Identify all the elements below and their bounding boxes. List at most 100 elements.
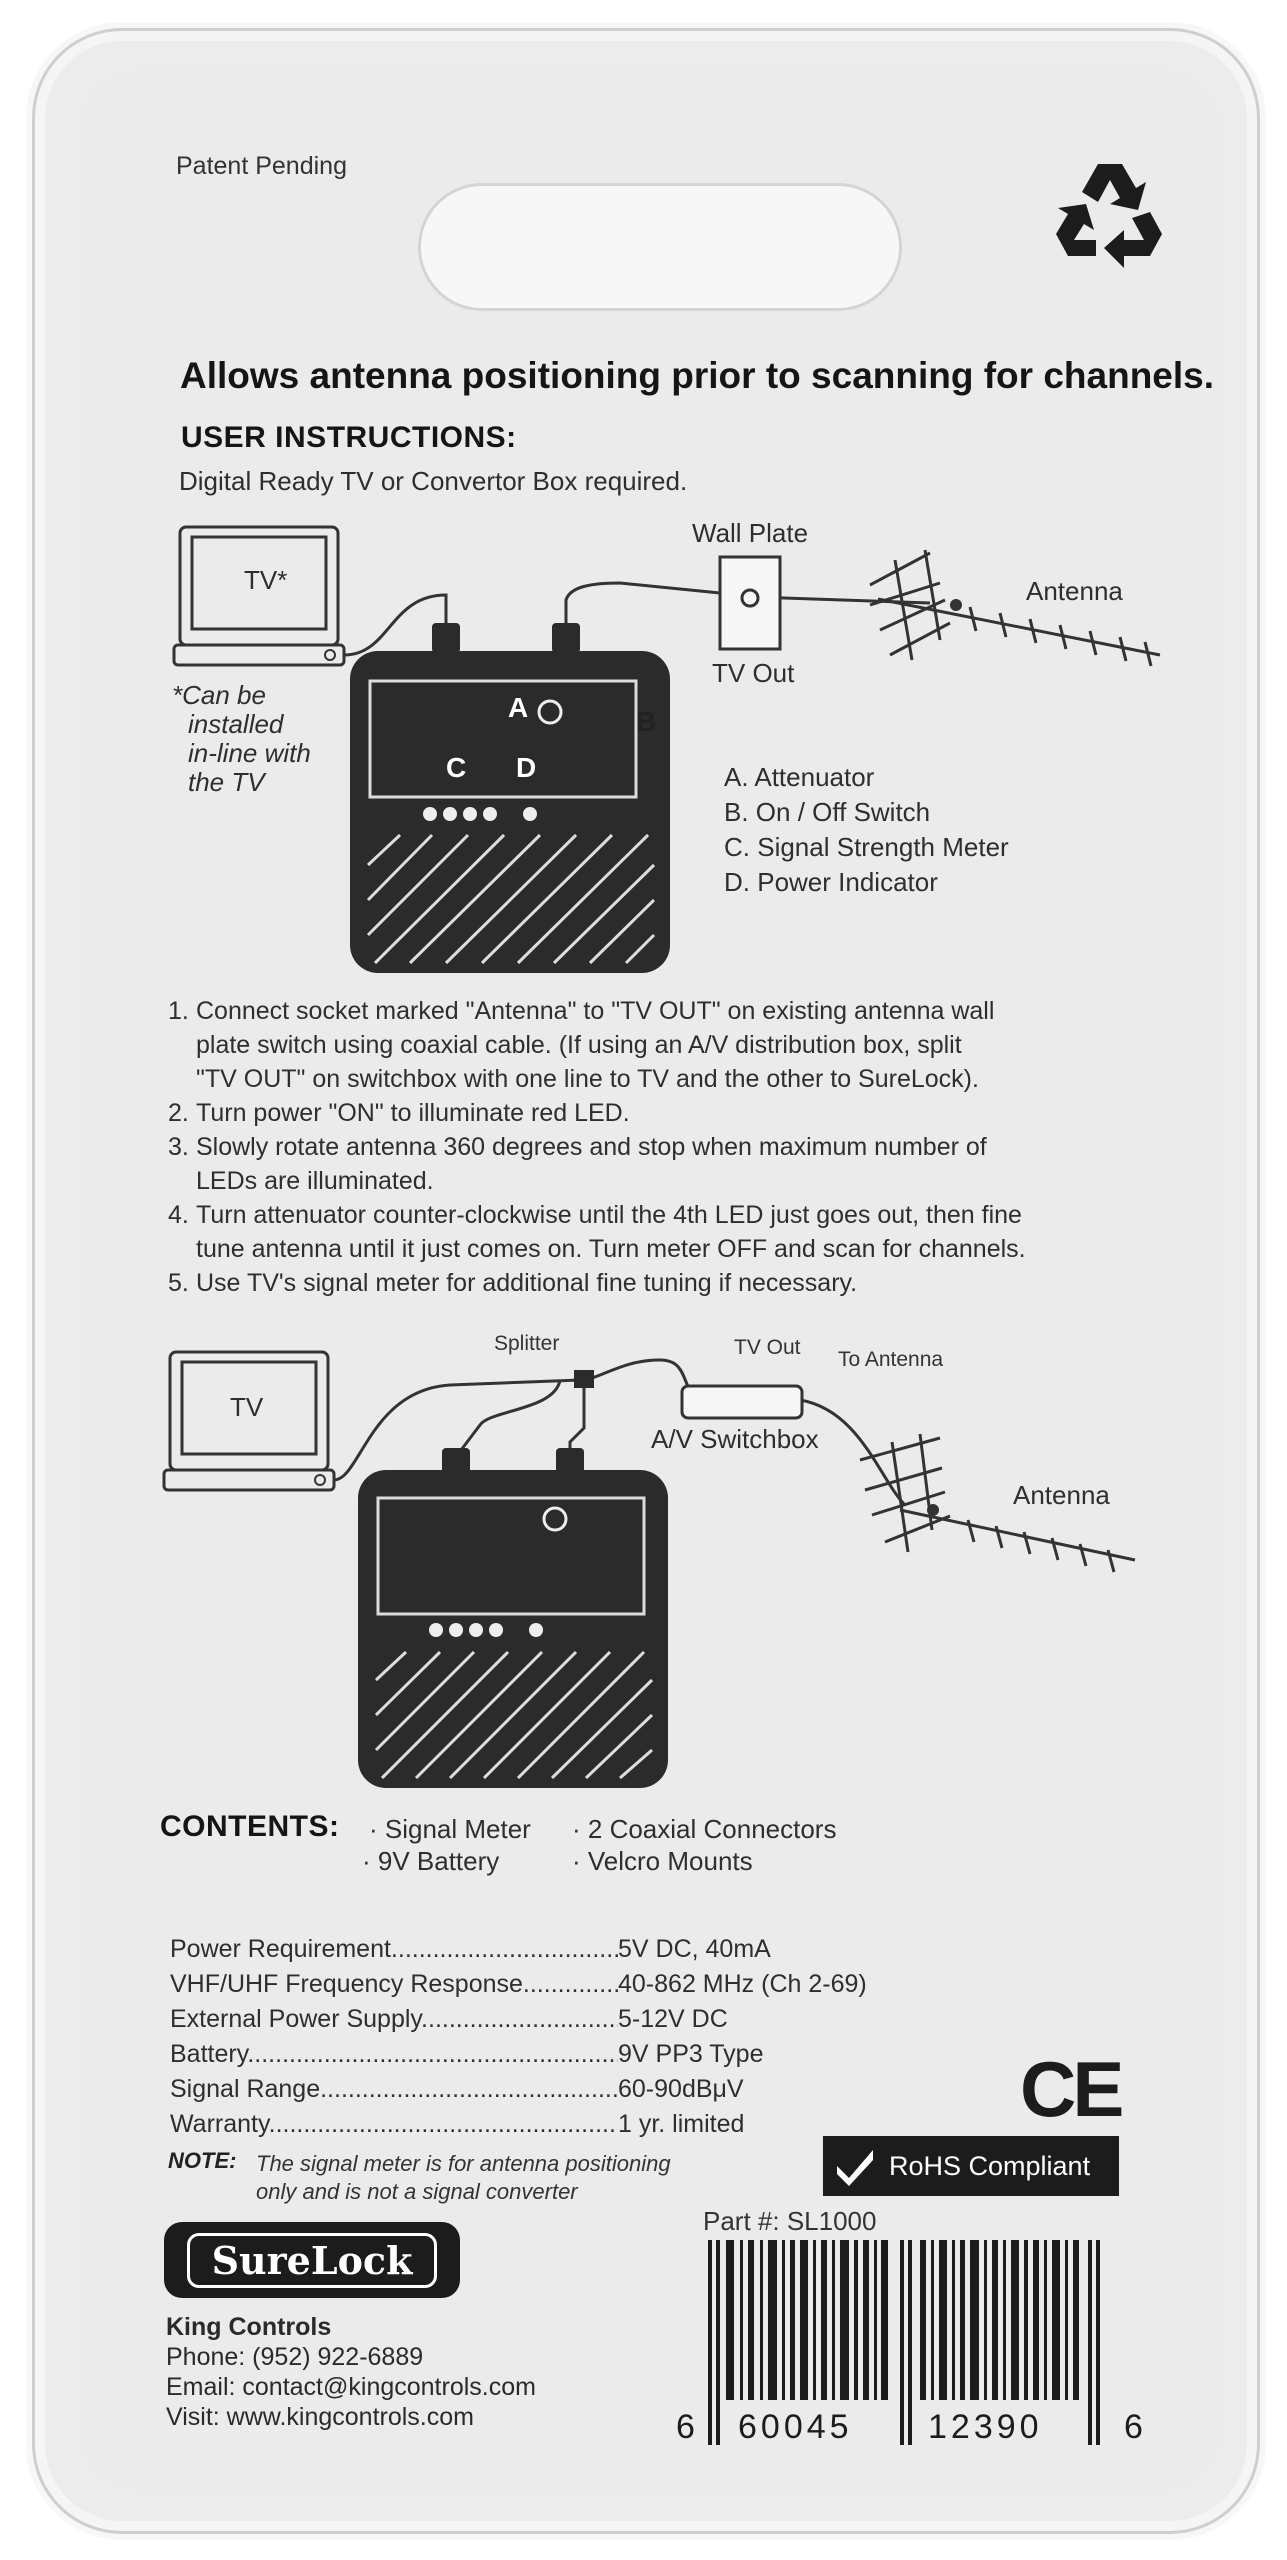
legend-item: B. On / Off Switch: [724, 797, 931, 827]
signal-meter-illustration: [358, 1448, 668, 1788]
logo-text: SureLock: [186, 2232, 438, 2288]
step-number: 5.: [168, 1269, 189, 1297]
part-number: Part #: SL1000: [703, 2206, 877, 2236]
step-line: Connect socket marked "Antenna" to "TV O…: [196, 997, 995, 1025]
spec-row: Signal Range............................…: [170, 2072, 867, 2107]
phone: Phone: (952) 922-6889: [166, 2343, 424, 2371]
hang-hole: [418, 183, 902, 311]
spec-table: Power Requirement.......................…: [170, 1932, 867, 2142]
spec-row: VHF/UHF Frequency Response..............…: [170, 1967, 867, 2002]
spec-label: External Power Supply...................…: [170, 2005, 618, 2033]
company-name: King Controls: [166, 2313, 332, 2341]
spec-label: Warranty................................…: [170, 2110, 618, 2138]
note-line: The signal meter is for antenna position…: [256, 2151, 671, 2176]
spec-label: VHF/UHF Frequency Response..............…: [170, 1970, 618, 1998]
spec-value: 5-12V DC: [618, 2005, 728, 2033]
step-item: 3. Slowly rotate antenna 360 degrees and…: [168, 1130, 1148, 1198]
spec-label: Signal Range............................…: [170, 2075, 618, 2103]
barcode: [708, 2240, 1100, 2445]
connection-diagram-1: [172, 525, 1161, 973]
spec-value: 60-90dBμV: [618, 2075, 744, 2103]
contact-block: King Controls Phone: (952) 922-6889 Emai…: [166, 2312, 536, 2432]
step-line: Slowly rotate antenna 360 degrees and st…: [196, 1133, 987, 1161]
rohs-label: RoHS Compliant: [889, 2150, 1091, 2181]
wall-plate-label: Wall Plate: [692, 518, 809, 548]
legend-item: A. Attenuator: [724, 762, 875, 792]
step-line: plate switch using coaxial cable. (If us…: [196, 1031, 962, 1059]
instructions-title: USER INSTRUCTIONS:: [181, 421, 517, 454]
note-line: only and is not a signal converter: [256, 2179, 578, 2204]
barcode-digit-left: 6: [676, 2408, 695, 2446]
component-legend: A. Attenuator B. On / Off Switch C. Sign…: [724, 760, 1009, 900]
barcode-group-1: 60045: [738, 2408, 853, 2446]
antenna-label: Antenna: [1013, 1480, 1110, 1510]
step-item: 5. Use TV's signal meter for additional …: [168, 1266, 1148, 1300]
antenna-illustration: [869, 549, 1161, 667]
contents-title: CONTENTS:: [160, 1810, 340, 1843]
switchbox-label: A/V Switchbox: [651, 1424, 819, 1454]
inline-note-line: *Can be: [172, 680, 266, 710]
step-item: 1. Connect socket marked "Antenna" to "T…: [168, 994, 1148, 1096]
tv-label: TV*: [244, 565, 288, 595]
contents-item: · 9V Battery: [362, 1846, 500, 1876]
inline-note: *Can be installed in-line with the TV: [172, 681, 311, 797]
headline: Allows antenna positioning prior to scan…: [180, 355, 1215, 396]
label-a: A: [508, 692, 529, 723]
step-line: tune antenna until it just comes on. Tur…: [196, 1235, 1026, 1263]
instruction-steps: 1. Connect socket marked "Antenna" to "T…: [168, 994, 1148, 1300]
step-number: 3.: [168, 1133, 189, 1161]
rohs-badge: RoHS Compliant: [823, 2136, 1119, 2196]
note-label: NOTE:: [168, 2148, 237, 2173]
splitter-illustration: [574, 1370, 594, 1388]
step-line: Turn power "ON" to illuminate red LED.: [196, 1099, 630, 1127]
barcode-digit-right: 6: [1124, 2408, 1143, 2446]
step-line: "TV OUT" on switchbox with one line to T…: [196, 1065, 979, 1093]
switchbox-illustration: [680, 1384, 804, 1420]
spec-value: 40-862 MHz (Ch 2-69): [618, 1970, 867, 1998]
splitter-label: Splitter: [494, 1332, 560, 1355]
inline-note-line: the TV: [188, 767, 265, 797]
spec-row: Power Requirement.......................…: [170, 1932, 867, 1967]
antenna-label: Antenna: [1026, 576, 1123, 606]
barcode-group-2: 12390: [928, 2408, 1043, 2446]
step-number: 1.: [168, 997, 189, 1025]
email: Email: contact@kingcontrols.com: [166, 2373, 536, 2401]
contents-item: · Velcro Mounts: [572, 1846, 753, 1876]
tv-label: TV: [230, 1392, 264, 1422]
contents-item: · 2 Coaxial Connectors: [572, 1814, 837, 1844]
signal-meter-illustration: [350, 623, 670, 973]
connection-diagram-2: [162, 1350, 1136, 1788]
step-line: LEDs are illuminated.: [196, 1167, 434, 1195]
tv-illustration: [172, 525, 346, 667]
spec-label: Battery.................................…: [170, 2040, 618, 2068]
recycle-icon: [1056, 164, 1162, 268]
patent-text: Patent Pending: [176, 152, 347, 180]
contents-item: · Signal Meter: [369, 1814, 531, 1844]
label-b: B: [636, 706, 657, 737]
requirement-text: Digital Ready TV or Convertor Box requir…: [179, 466, 688, 496]
step-line: Use TV's signal meter for additional fin…: [196, 1269, 858, 1297]
note-text: The signal meter is for antenna position…: [256, 2150, 671, 2206]
ce-mark: CE: [1020, 2045, 1124, 2133]
spec-value: 9V PP3 Type: [618, 2040, 764, 2068]
wall-plate-illustration: [718, 555, 782, 651]
step-line: Turn attenuator counter-clockwise until …: [196, 1201, 1022, 1229]
spec-value: 1 yr. limited: [618, 2110, 745, 2138]
step-number: 2.: [168, 1099, 189, 1127]
step-number: 4.: [168, 1201, 189, 1229]
spec-row: External Power Supply...................…: [170, 2002, 867, 2037]
step-item: 4. Turn attenuator counter-clockwise unt…: [168, 1198, 1148, 1266]
spec-row: Battery.................................…: [170, 2037, 867, 2072]
label-d: D: [516, 752, 537, 783]
legend-item: D. Power Indicator: [724, 867, 938, 897]
spec-value: 5V DC, 40mA: [618, 1935, 771, 1963]
legend-item: C. Signal Strength Meter: [724, 832, 1009, 862]
package-card: [80, 70, 1220, 2490]
checkmark-icon: [837, 2150, 873, 2186]
tv-out-label: TV Out: [712, 658, 795, 688]
tv-out-label: TV Out: [734, 1336, 801, 1359]
inline-note-line: in-line with: [188, 738, 311, 768]
step-item: 2. Turn power "ON" to illuminate red LED…: [168, 1096, 1148, 1130]
spec-label: Power Requirement.......................…: [170, 1935, 618, 1963]
label-c: C: [446, 752, 467, 783]
